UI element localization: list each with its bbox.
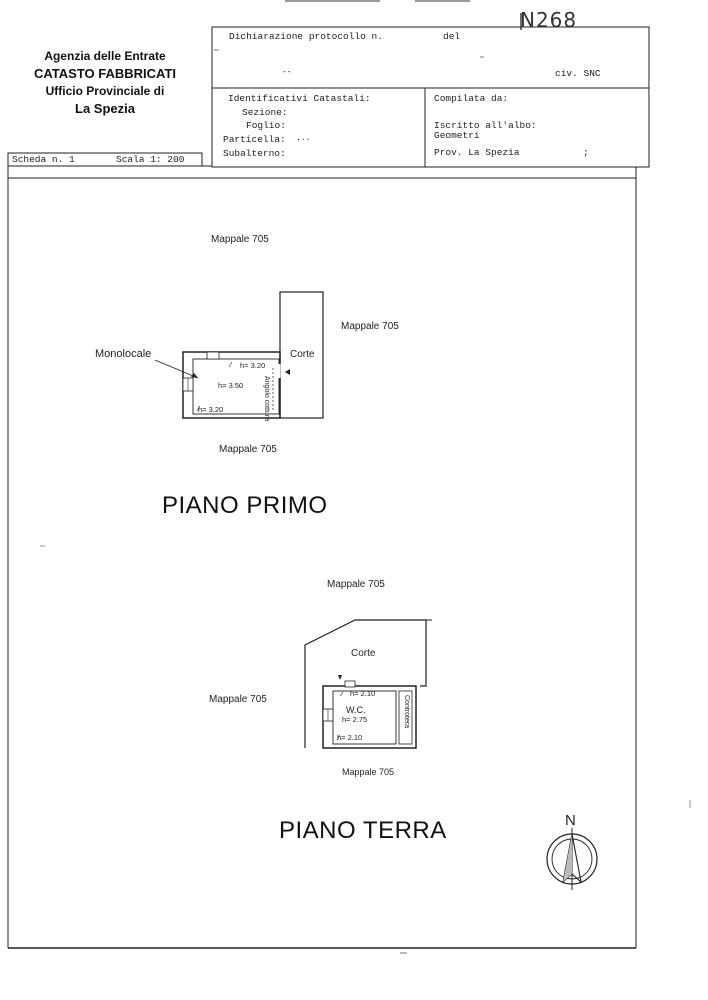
title-piano-primo: PIANO PRIMO [162,492,328,519]
agency-city: La Spezia [75,101,135,116]
primo-mappale-top: Mappale 705 [211,234,269,245]
terra-mappale-left: Mappale 705 [209,694,267,705]
primo-room-label: Monolocale [95,348,152,360]
compiled-iscritto: Iscritto all'albo: [434,120,537,131]
title-piano-terra: PIANO TERRA [279,817,447,844]
cadastral-particella: Particella: [223,134,286,145]
agency-catasto: CATASTO FABBRICATI [33,66,177,81]
compiled-prov: Prov. La Spezia [434,147,520,158]
compass-north-label: N [565,812,576,829]
controtera-strip [398,690,413,745]
plan-terra [304,619,432,749]
corte-terra [304,619,427,748]
protocol-date-label: del [443,31,461,42]
stamp-bar [520,13,522,30]
north-compass [546,828,598,890]
cadastral-particella-value: ... [296,134,311,143]
compiled-title: Compilata da: [434,93,509,104]
terra-h-bottom: h= 2.10 [337,733,363,742]
terra-mappale-top: Mappale 705 [327,579,385,590]
primo-h-bottom: h= 3.20 [198,405,224,414]
protocol-label: Dichiarazione protocollo n. [229,31,383,42]
terra-h-mid: h= 2.75 [342,715,368,724]
compiled-geometri: Geometri [434,130,480,141]
agency-name: Agenzia delle Entrate [44,49,166,63]
terra-mappale-bottom: Mappale 705 [342,767,395,777]
scala-value: Scala 1: 200 [116,154,185,165]
primo-h-mid: h= 3.50 [218,381,244,390]
cadastral-sezione: Sezione: [242,107,288,118]
terra-vertical-note: Controtera [403,695,410,729]
primo-mappale-bottom: Mappale 705 [219,444,277,455]
terra-wc-label: W.C. [346,705,366,715]
agency-ufficio: Ufficio Provinciale di [45,84,165,98]
primo-h-top: h= 3.20 [240,361,266,370]
terra-corte-label: Corte [351,648,376,659]
scheda-number: Scheda n. 1 [12,154,75,165]
terra-h-top: h= 2.10 [350,689,376,698]
cadastral-foglio: Foglio: [246,120,286,131]
stamp-number: N268 [520,8,578,32]
protocol-civ: civ. SNC [555,68,601,79]
header-box [211,26,650,168]
plan-primo [154,291,324,419]
cadastral-title: Identificativi Catastali: [228,93,371,104]
protocol-dash: -- [282,68,292,77]
primo-vertical-note: Angolo cottura [263,376,270,422]
primo-mappale-right: Mappale 705 [341,321,399,332]
compiled-separator: ; [583,147,589,158]
cadastral-subalterno: Subalterno: [223,148,286,159]
primo-corte-label: Corte [290,349,315,360]
